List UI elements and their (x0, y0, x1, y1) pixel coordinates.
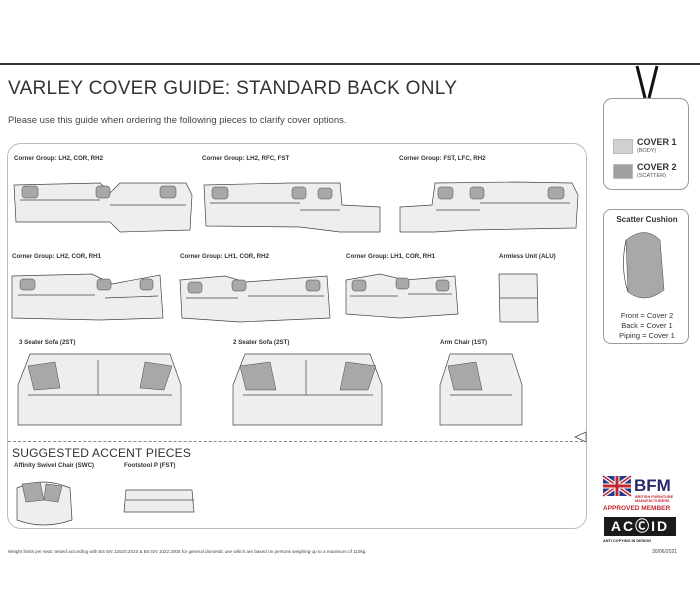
armless-unit (498, 273, 539, 323)
scatter-piping: Piping = Cover 1 (619, 331, 675, 340)
zip-pull-icon (574, 431, 587, 443)
accent-title: SUGGESTED ACCENT PIECES (12, 446, 192, 460)
piece-label: Armless Unit (ALU) (499, 253, 556, 260)
corner-group-lh2-cor-rh2 (13, 182, 193, 233)
piece-label: 3 Seater Sofa (2ST) (19, 339, 76, 346)
cover1-name: COVER 1 (637, 137, 677, 147)
cover-legend-tag: COVER 1 (BODY) COVER 2 (SCATTER) (603, 98, 689, 190)
top-rule (0, 63, 700, 65)
scatter-cushion-icon (623, 232, 665, 299)
cover1-sub: (BODY) (637, 148, 657, 154)
corner-group-lh2-rfc-fst (203, 182, 381, 233)
bfm-logo-text: BFM (634, 476, 671, 495)
acid-sub: ANTI COPYING IN DESIGN (603, 539, 651, 543)
corner-group-lh1-cor-rh2 (179, 275, 331, 323)
page-title: VARLEY COVER GUIDE: STANDARD BACK ONLY (8, 78, 458, 99)
piece-label: Corner Group: LH2, RFC, FST (202, 155, 290, 162)
piece-label: Arm Chair (1ST) (440, 339, 488, 346)
piece-label: Corner Group: LH2, COR, RH1 (12, 253, 102, 260)
accent-label: Footstool P (FST) (124, 462, 176, 469)
scatter-title: Scatter Cushion (616, 215, 678, 224)
piece-label: Corner Group: FST, LFC, RH2 (399, 155, 486, 162)
cover2-sub: (SCATTER) (637, 173, 666, 179)
scatter-cushion-box: Scatter Cushion Front = Cover 2 Back = C… (603, 209, 689, 344)
products-panel (7, 143, 587, 529)
approved-member: APPROVED MEMBER (603, 505, 671, 512)
two-seater-sofa (232, 353, 383, 426)
corner-group-fst-lfc-rh2 (399, 181, 579, 233)
union-flag-icon (601, 474, 633, 498)
cover1-swatch (613, 139, 633, 154)
arm-chair (439, 353, 523, 426)
three-seater-sofa (17, 353, 182, 426)
acid-logo: ACⒸID (604, 517, 676, 536)
corner-group-lh2-cor-rh1 (11, 273, 164, 321)
piece-label: Corner Group: LH1, COR, RH2 (180, 253, 270, 260)
accent-label: Affinity Swivel Chair (SWC) (14, 462, 95, 469)
footstool (123, 489, 195, 513)
bfm-sub2: MANUFACTURERS (635, 499, 670, 503)
scatter-back: Back = Cover 1 (621, 321, 673, 330)
piece-label: Corner Group: LH1, COR, RH1 (346, 253, 436, 260)
piece-label: Corner Group: LH2, COR, RH2 (14, 155, 104, 162)
scatter-front: Front = Cover 2 (620, 311, 674, 320)
bfm-sub1: BRITISH FURNITURE (635, 495, 674, 499)
piece-label: 2 Seater Sofa (2ST) (233, 339, 290, 346)
swivel-chair (16, 481, 73, 526)
page-subtitle: Please use this guide when ordering the … (8, 115, 347, 126)
zip-divider (8, 441, 583, 445)
corner-group-lh1-cor-rh1 (345, 273, 459, 319)
footer-date: 30/06/2021 (652, 549, 678, 555)
cover2-name: COVER 2 (637, 162, 677, 172)
footer-note: Weight limits per seat: tested according… (8, 549, 367, 554)
cover2-swatch (613, 164, 633, 179)
